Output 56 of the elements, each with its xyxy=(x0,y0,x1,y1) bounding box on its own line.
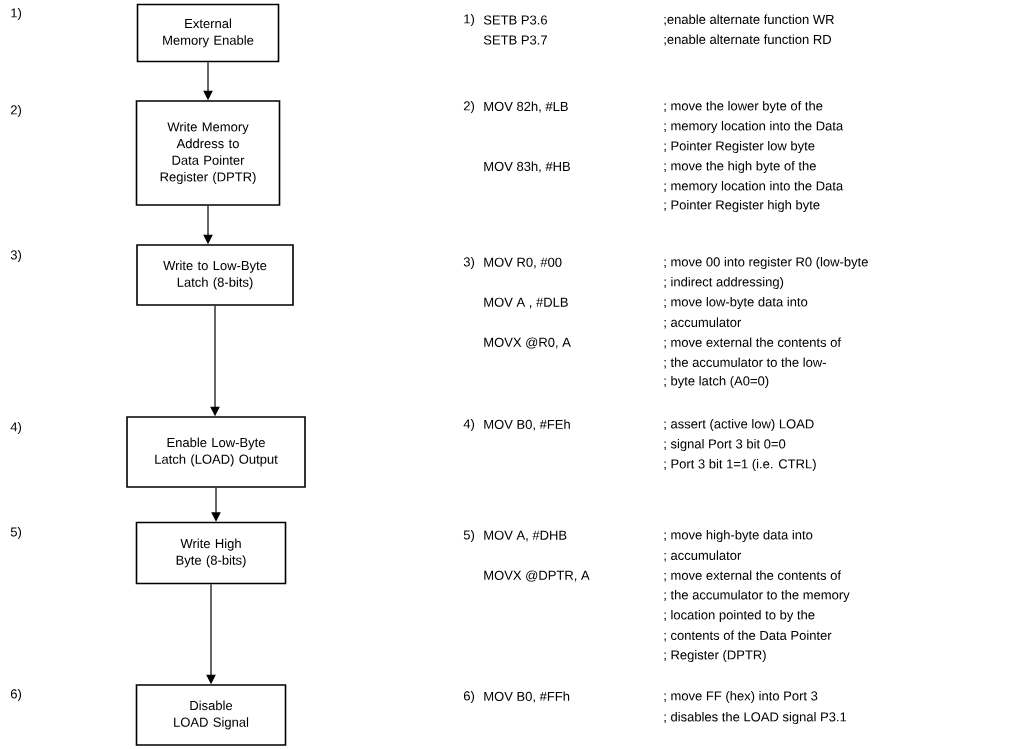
comment: ; move low-byte data into xyxy=(664,296,808,310)
comment: ; memory location into the Data xyxy=(664,180,844,194)
instruction: SETB P3.7 xyxy=(483,35,547,45)
instruction: MOV B0, #FFh xyxy=(484,691,570,703)
instruction: MOVX @DPTR, A xyxy=(484,570,590,582)
comment: ; move external the contents of xyxy=(664,570,842,582)
step-number: 5) xyxy=(463,529,475,543)
step-number: 6) xyxy=(10,688,22,702)
comment: ; indirect addressing) xyxy=(664,276,784,290)
comment: ; Pointer Register high byte xyxy=(664,199,820,213)
step-number: 1) xyxy=(464,13,475,27)
instruction: MOV 83h, #HB xyxy=(484,161,570,173)
comment: ; accumulator xyxy=(664,550,742,562)
comment: ; move the lower byte of the xyxy=(664,100,823,114)
comment: ; Pointer Register low byte xyxy=(664,140,815,154)
step-number: 6) xyxy=(463,690,475,704)
comment: ; move the high byte of the xyxy=(664,160,816,174)
step-number: 2) xyxy=(10,104,22,118)
comment: ; move FF (hex) into Port 3 xyxy=(664,690,818,704)
comment: ; byte latch (A0=0) xyxy=(664,375,769,389)
comment: ; accumulator xyxy=(664,317,742,329)
comment: ; location pointed to by the xyxy=(664,609,815,623)
process-box: Enable Low-Byte Latch (LOAD) Output xyxy=(126,416,306,488)
comment: ; disables the LOAD signal P3.1 xyxy=(664,711,847,725)
instruction: MOV A , #DLB xyxy=(484,297,568,309)
instruction: MOVX @R0, A xyxy=(484,337,571,349)
step-number: 2) xyxy=(463,100,475,114)
instruction: MOV A, #DHB xyxy=(484,530,567,542)
step-number: 4) xyxy=(10,421,22,435)
comment: ; assert (active low) LOAD xyxy=(664,418,814,432)
process-box: Write Memory Address to Data Pointer Register (DPTR) xyxy=(135,100,281,206)
instruction: MOV B0, #FEh xyxy=(484,419,570,431)
process-box: Disable LOAD Signal xyxy=(135,684,287,746)
instruction: MOV 82h, #LB xyxy=(484,101,568,113)
step-number: 5) xyxy=(10,526,22,540)
comment: ; move external the contents of xyxy=(664,337,842,349)
instruction: SETB P3.6 xyxy=(483,15,547,25)
process-box: External Memory Enable xyxy=(136,3,280,63)
comment: ;enable alternate function RD xyxy=(664,34,831,46)
process-box: Write to Low-Byte Latch (8-bits) xyxy=(136,244,294,306)
comment: ; the accumulator to the memory xyxy=(664,589,850,603)
comment: ; move 00 into register R0 (low-byte xyxy=(664,256,868,270)
comment: ; Register (DPTR) xyxy=(664,649,766,663)
step-number: 3) xyxy=(463,256,475,270)
comment: ;enable alternate function WR xyxy=(664,14,834,26)
comment: ; memory location into the Data xyxy=(664,120,844,134)
step-number: 4) xyxy=(463,418,475,432)
comment: ; signal Port 3 bit 0=0 xyxy=(664,438,786,452)
comment: ; Port 3 bit 1=1 (i.e. CTRL) xyxy=(664,458,816,472)
process-box: Write High Byte (8-bits) xyxy=(135,521,287,585)
step-number: 1) xyxy=(11,7,22,21)
step-number: 3) xyxy=(10,249,22,263)
comment: ; contents of the Data Pointer xyxy=(664,630,832,642)
comment: ; move high-byte data into xyxy=(664,529,813,543)
instruction: MOV R0, #00 xyxy=(484,257,562,269)
comment: ; the accumulator to the low- xyxy=(664,357,826,369)
